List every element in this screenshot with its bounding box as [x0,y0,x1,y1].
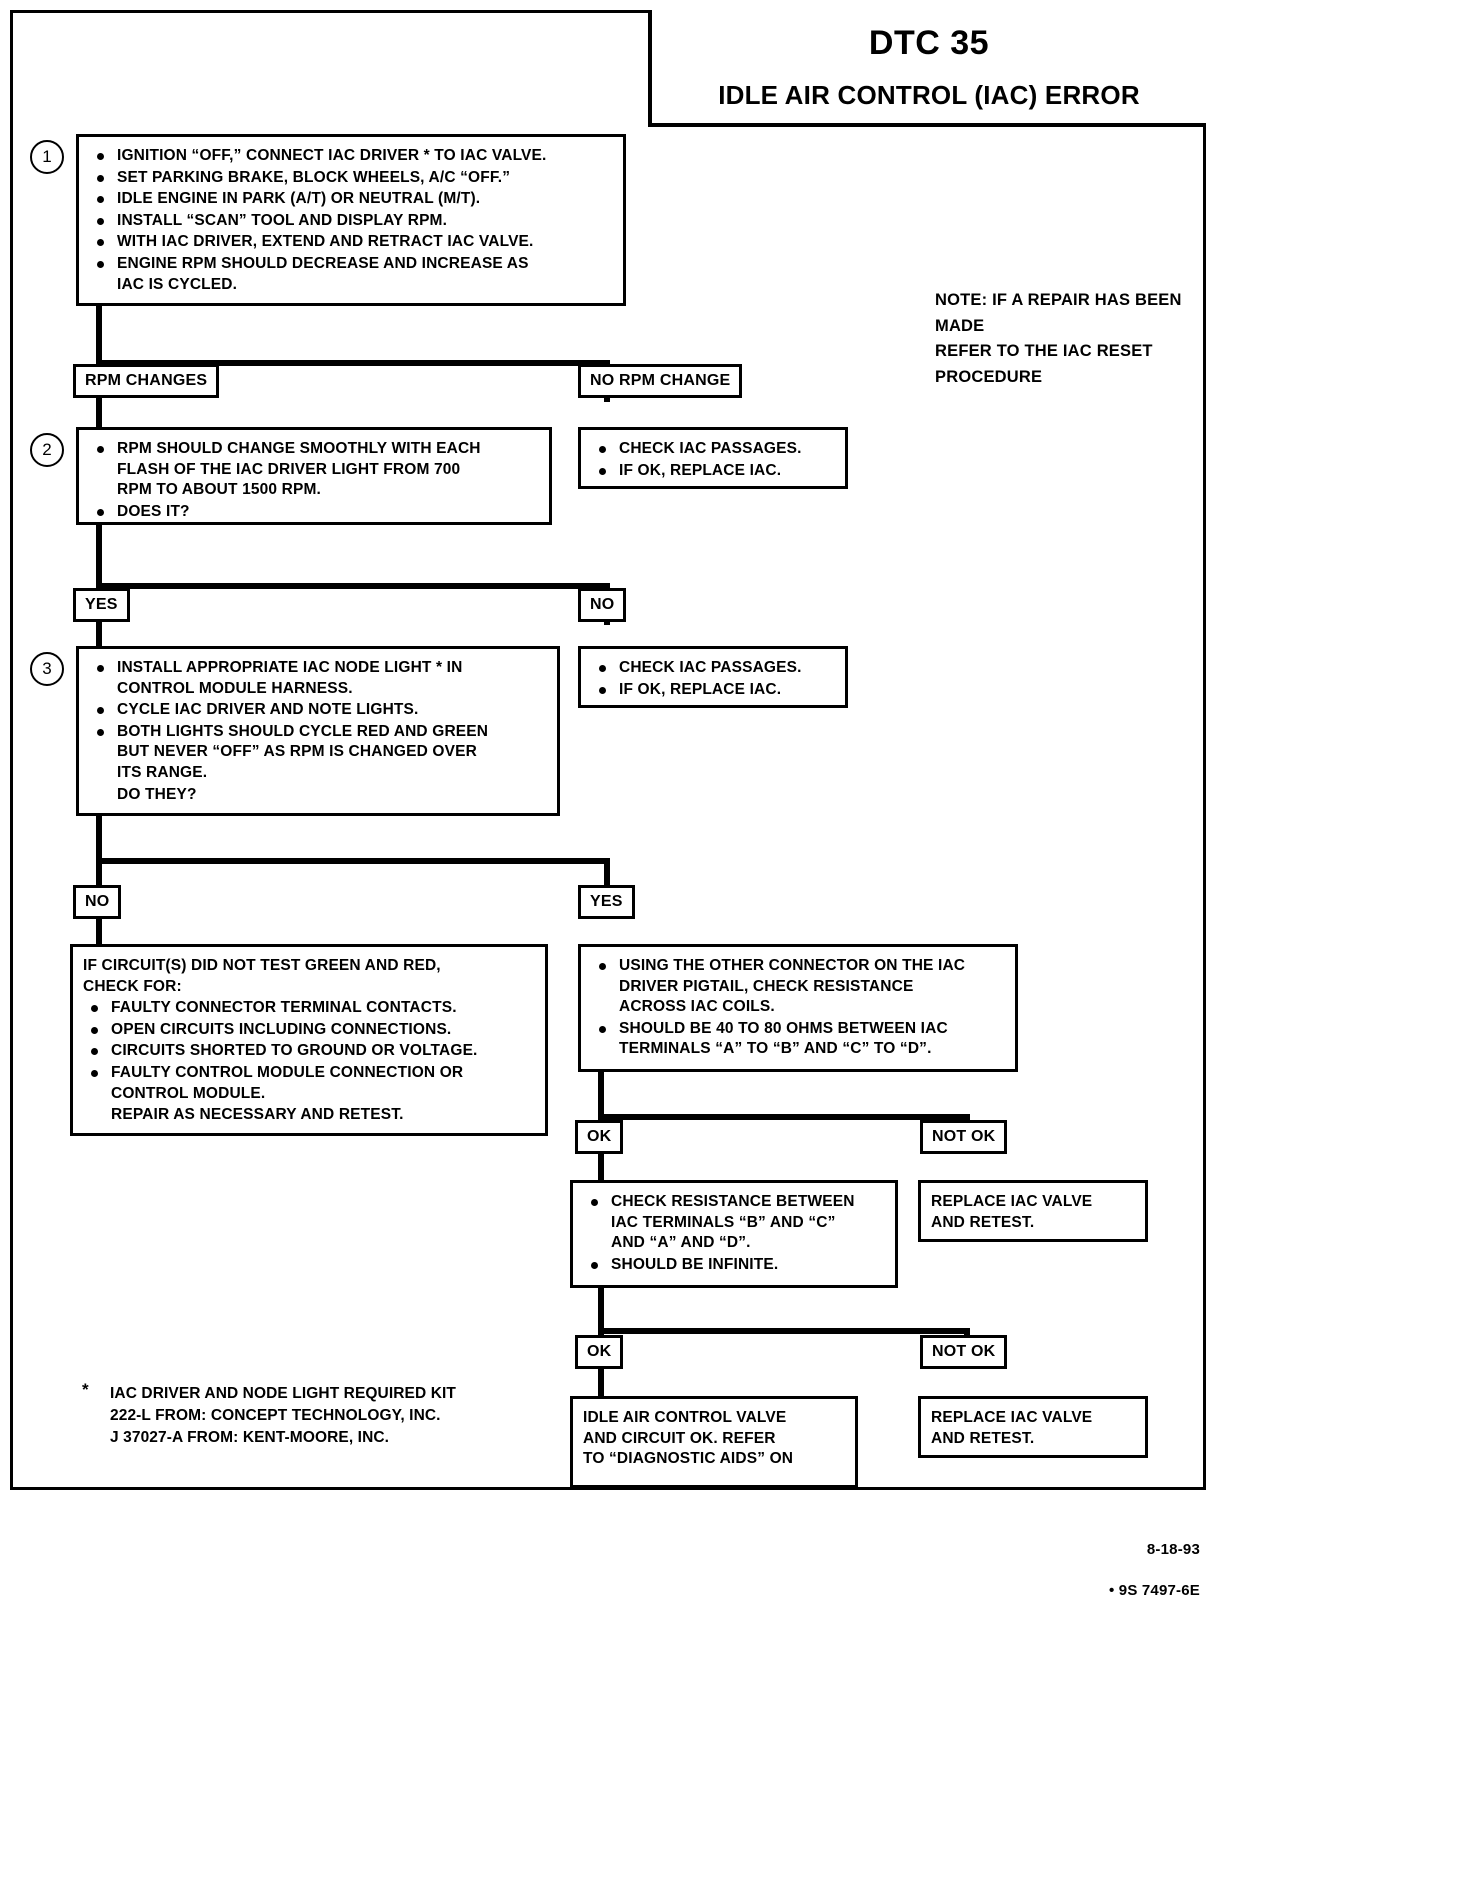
step-1-item: ENGINE RPM SHOULD DECREASE AND INCREASE … [89,254,613,295]
branch-label-not-ok-1: NOT OK [920,1120,1008,1154]
branch-label-no-1: NO [578,588,627,622]
page-border [10,10,1206,1490]
connector-to-yes-1 [96,583,102,661]
circuit-failure-box: IF CIRCUIT(S) DID NOT TEST GREEN AND RED… [70,944,548,1136]
step-3-trailing: DO THEY? [117,785,197,803]
branch-label-no-rpm-change: NO RPM CHANGE [578,364,743,398]
check-iac-item: CHECK IAC PASSAGES. [591,658,835,679]
circuit-failure-intro: IF CIRCUIT(S) DID NOT TEST GREEN AND RED… [83,957,441,995]
revision-stamp: 8-18-93 • 9S 7497-6E [940,1520,1200,1621]
step-2-box: RPM SHOULD CHANGE SMOOTHLY WITH EACH FLA… [76,427,552,525]
resistance-check-box-1: USING THE OTHER CONNECTOR ON THE IAC DRI… [578,944,1018,1072]
iac-ok-result-box: IDLE AIR CONTROL VALVE AND CIRCUIT OK. R… [570,1396,858,1488]
repair-note: NOTE: IF A REPAIR HAS BEEN MADE REFER TO… [935,291,1182,386]
circuit-failure-trailing: REPAIR AS NECESSARY AND RETEST. [111,1106,404,1124]
stamp-part-number: • 9S 7497-6E [1108,1581,1200,1599]
replace-iac-box-2: REPLACE IAC VALVE AND RETEST. [918,1396,1148,1458]
connector-to-yes-2 [604,858,610,900]
connector-step3-down [96,814,102,892]
check-iac-item: IF OK, REPLACE IAC. [591,680,835,701]
step-3-item: CYCLE IAC DRIVER AND NOTE LIGHTS. [89,700,547,721]
branch-label-no-2: NO [73,885,122,919]
connector-resistance-down-2 [598,1286,604,1358]
replace-iac-text: REPLACE IAC VALVE AND RETEST. [931,1409,1093,1447]
connector-to-ok-1 [598,1114,604,1194]
resistance-check-item: CHECK RESISTANCE BETWEEN IAC TERMINALS “… [583,1192,885,1254]
step-1-item: IDLE ENGINE IN PARK (A/T) OR NEUTRAL (M/… [89,189,613,210]
check-iac-passages-box-1: CHECK IAC PASSAGES. IF OK, REPLACE IAC. [578,427,848,489]
connector-step1-down [96,304,102,366]
connector-resistance-split-1 [598,1114,970,1120]
connector-step1-split [96,360,610,366]
resistance-check-box-2: CHECK RESISTANCE BETWEEN IAC TERMINALS “… [570,1180,898,1288]
connector-to-ok-2 [598,1328,604,1410]
step-number-3: 3 [30,652,64,686]
branch-label-ok-2: OK [575,1335,624,1369]
connector-to-rpm-changes [96,360,102,438]
resistance-check-item: SHOULD BE 40 TO 80 OHMS BETWEEN IAC TERM… [591,1019,1005,1060]
connector-resistance-down-1 [598,1070,604,1132]
step-1-box: IGNITION “OFF,” CONNECT IAC DRIVER * TO … [76,134,626,306]
page-title: IDLE AIR CONTROL (IAC) ERROR [718,80,1140,111]
replace-iac-text: REPLACE IAC VALVE AND RETEST. [931,1193,1093,1231]
iac-ok-text: IDLE AIR CONTROL VALVE AND CIRCUIT OK. R… [583,1409,794,1468]
check-iac-passages-box-2: CHECK IAC PASSAGES. IF OK, REPLACE IAC. [578,646,848,708]
connector-resistance-split-2 [598,1328,970,1334]
branch-label-rpm-changes: RPM CHANGES [73,364,220,398]
circuit-failure-item: FAULTY CONTROL MODULE CONNECTION OR CONT… [83,1063,535,1104]
branch-label-yes-1: YES [73,588,130,622]
check-iac-item: CHECK IAC PASSAGES. [591,439,835,460]
replace-iac-box-1: REPLACE IAC VALVE AND RETEST. [918,1180,1148,1242]
step-number-1: 1 [30,140,64,174]
connector-step2-down [96,523,102,589]
step-1-item: INSTALL “SCAN” TOOL AND DISPLAY RPM. [89,211,613,232]
step-3-item: INSTALL APPROPRIATE IAC NODE LIGHT * IN … [89,658,547,699]
branch-label-ok-1: OK [575,1120,624,1154]
step-1-item: WITH IAC DRIVER, EXTEND AND RETRACT IAC … [89,232,613,253]
dtc-code: DTC 35 [868,24,990,62]
check-iac-item: IF OK, REPLACE IAC. [591,461,835,482]
step-1-item: IGNITION “OFF,” CONNECT IAC DRIVER * TO … [89,146,613,167]
title-block: DTC 35 IDLE AIR CONTROL (IAC) ERROR [648,10,1206,127]
circuit-failure-item: OPEN CIRCUITS INCLUDING CONNECTIONS. [83,1020,535,1041]
branch-label-yes-2: YES [578,885,635,919]
circuit-failure-item: CIRCUITS SHORTED TO GROUND OR VOLTAGE. [83,1041,535,1062]
circuit-failure-item: FAULTY CONNECTOR TERMINAL CONTACTS. [83,998,535,1019]
footnote-text: IAC DRIVER AND NODE LIGHT REQUIRED KIT 2… [110,1385,456,1446]
stamp-date: 8-18-93 [1146,1541,1200,1559]
connector-step3-split [96,858,610,864]
step-1-item: SET PARKING BRAKE, BLOCK WHEELS, A/C “OF… [89,168,613,189]
footnote-star: * [82,1380,89,1399]
step-2-item: RPM SHOULD CHANGE SMOOTHLY WITH EACH FLA… [89,439,539,501]
step-number-2: 2 [30,433,64,467]
resistance-check-item: SHOULD BE INFINITE. [583,1255,885,1276]
step-3-box: INSTALL APPROPRIATE IAC NODE LIGHT * IN … [76,646,560,816]
step-2-item: DOES IT? [89,502,539,523]
branch-label-not-ok-2: NOT OK [920,1335,1008,1369]
connector-step2-split [96,583,610,589]
resistance-check-item: USING THE OTHER CONNECTOR ON THE IAC DRI… [591,956,1005,1018]
step-3-item: BOTH LIGHTS SHOULD CYCLE RED AND GREEN B… [89,722,547,784]
